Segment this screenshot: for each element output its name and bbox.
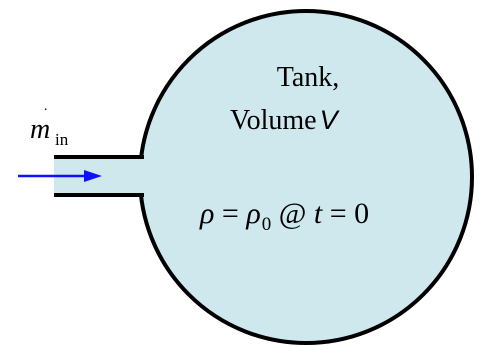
inlet-mass-flow-dot: ˙ [43, 106, 49, 123]
inlet-opening [135, 159, 155, 193]
at-symbol: @ [271, 197, 314, 230]
initial-density-subscript: 0 [261, 214, 272, 235]
time-value: 0 [354, 197, 370, 230]
tank-title: Tank, [276, 62, 340, 93]
inlet-mass-flow-symbol: m [30, 114, 51, 145]
inflow-arrow-head [84, 170, 102, 182]
equals-sign-2: = [322, 197, 355, 230]
inlet-mass-flow-subscript: in [55, 130, 69, 149]
time-symbol: t [313, 197, 323, 230]
tank-volume-symbol: V [319, 105, 338, 135]
tank-body [138, 9, 474, 345]
density-symbol: ρ [200, 197, 215, 230]
tank-volume-text: Volume [230, 105, 317, 136]
initial-density-condition: ρ = ρ0 @ t = 0 [200, 197, 370, 235]
inlet-mass-flow-label: m ˙ in [30, 107, 74, 156]
initial-density-symbol: ρ [246, 197, 261, 230]
equals-sign-1: = [214, 197, 247, 230]
